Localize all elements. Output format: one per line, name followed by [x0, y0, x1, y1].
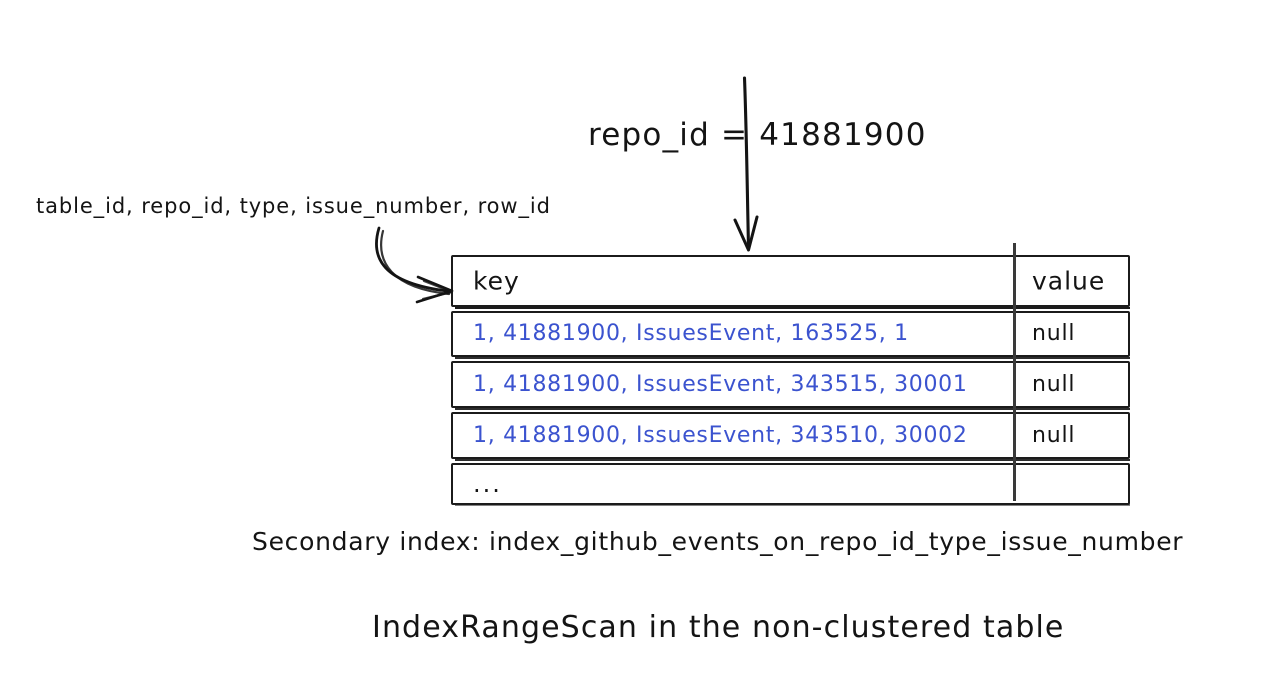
secondary-index-caption: Secondary index: index_github_events_on_…: [252, 527, 1184, 556]
row-key-cell: 1, 41881900, IssuesEvent, 343515, 30001: [473, 371, 968, 397]
index-kv-table: key value 1, 41881900, IssuesEvent, 1635…: [451, 243, 1130, 506]
row-value-cell: null: [1032, 371, 1076, 397]
row-key-cell: 1, 41881900, IssuesEvent, 163525, 1: [473, 321, 909, 346]
row-key-cell-ellipsis: ...: [473, 470, 502, 498]
table-row[interactable]: 1, 41881900, IssuesEvent, 343515, 30001 …: [451, 361, 1130, 410]
index-columns-label: table_id, repo_id, type, issue_number, r…: [36, 194, 551, 218]
table-row[interactable]: 1, 41881900, IssuesEvent, 163525, 1 null: [451, 311, 1130, 359]
table-header-row: key value: [451, 255, 1130, 309]
columns-pointer-arrow-icon: [375, 226, 454, 304]
scan-operation-caption: IndexRangeScan in the non-clustered tabl…: [372, 610, 1065, 645]
table-row-ellipsis: ...: [451, 463, 1130, 506]
row-value-cell: null: [1032, 321, 1076, 346]
predicate-arrow-icon: [733, 76, 759, 252]
row-value-cell: null: [1032, 422, 1076, 448]
predicate-label: repo_id = 41881900: [588, 117, 927, 153]
row-key-cell: 1, 41881900, IssuesEvent, 343510, 30002: [473, 422, 968, 448]
column-header-value: value: [1032, 266, 1106, 296]
column-header-key: key: [473, 266, 520, 296]
table-column-divider: [1013, 243, 1016, 501]
table-row[interactable]: 1, 41881900, IssuesEvent, 343510, 30002 …: [451, 412, 1130, 461]
